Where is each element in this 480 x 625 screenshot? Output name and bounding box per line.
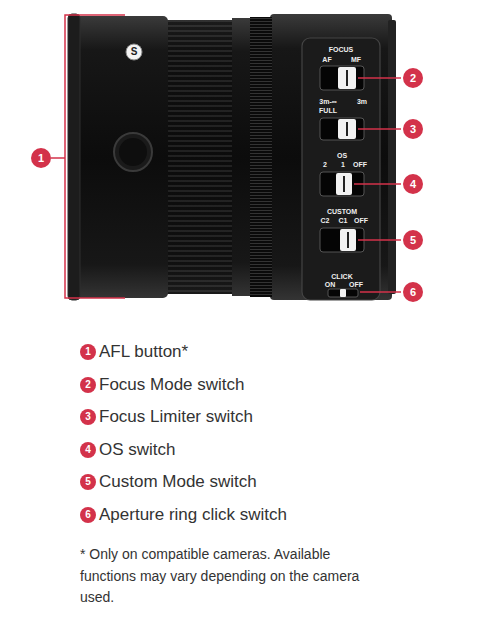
switch-marking: ON	[325, 281, 336, 288]
switch-notch	[343, 176, 345, 192]
lens-body	[270, 14, 392, 300]
switch-marking: 3m-∞	[319, 98, 336, 105]
switch-marking: OS	[337, 152, 347, 159]
callout-number: 4	[403, 174, 423, 194]
part-name: Aperture ring click switch	[99, 505, 287, 525]
front-rim	[68, 14, 80, 300]
switch-notch	[347, 232, 349, 248]
switch-notch	[346, 70, 348, 86]
switch-knob	[340, 289, 346, 297]
footnote: * Only on compatible cameras. Available …	[80, 544, 385, 609]
callout-number: 4	[80, 442, 96, 458]
callout-number: 2	[80, 377, 96, 393]
switch-marking: AF	[322, 56, 331, 63]
leader-line	[354, 183, 401, 185]
switch-marking: CLICK	[331, 273, 352, 280]
switch-marking: OFF	[349, 281, 363, 288]
badge-letter: S	[131, 47, 138, 57]
callout-number: 1	[80, 344, 96, 360]
switch-slot	[320, 228, 364, 252]
afl-button	[114, 133, 152, 171]
switch-slot	[328, 289, 358, 297]
badge-circle	[126, 44, 142, 60]
switch-marking: C1	[339, 217, 348, 224]
callout-number: 5	[403, 230, 423, 250]
switch-marking: 2	[323, 161, 327, 168]
part-name: Focus Mode switch	[99, 375, 245, 395]
switch-knob	[340, 229, 356, 251]
leader-line	[358, 128, 401, 130]
switch-marking: CUSTOM	[327, 208, 357, 215]
callout-number: 6	[403, 282, 423, 302]
front-barrel	[72, 16, 168, 298]
focus-ring	[167, 20, 232, 294]
callout-number: 3	[80, 409, 96, 425]
switch-knob	[338, 119, 356, 139]
switch-marking: 1	[341, 161, 345, 168]
part-name: OS switch	[99, 440, 176, 460]
callout-bracket	[65, 15, 125, 298]
switch-marking: 3m	[357, 98, 367, 105]
callout-number: 2	[403, 68, 423, 88]
switch-marking: C2	[321, 217, 330, 224]
switch-marking: FOCUS	[329, 46, 354, 53]
aperture-ring	[250, 17, 272, 297]
callout-number: 3	[403, 119, 423, 139]
leader-line	[358, 77, 401, 79]
lens-mount	[388, 20, 396, 294]
switch-knob	[336, 173, 352, 195]
part-name: Custom Mode switch	[99, 472, 257, 492]
callout-number: 6	[80, 507, 96, 523]
focus-ring-shade	[167, 20, 232, 294]
switch-slot	[320, 118, 364, 140]
switch-marking: FULL	[319, 107, 337, 114]
switch-slot	[320, 66, 364, 90]
part-name: Focus Limiter switch	[99, 407, 253, 427]
callout-number: 5	[80, 474, 96, 490]
switch-marking: OFF	[354, 217, 368, 224]
callout-number: 1	[31, 148, 51, 168]
leader-line	[358, 239, 401, 241]
part-name: AFL button*	[99, 342, 188, 362]
lens-band	[232, 18, 250, 296]
switch-notch	[346, 122, 348, 136]
switch-marking: OFF	[353, 161, 367, 168]
afl-button-face	[119, 138, 147, 166]
switch-knob	[338, 67, 356, 89]
leader-line	[51, 157, 65, 159]
switch-marking: MF	[351, 56, 361, 63]
leader-line	[360, 291, 401, 293]
